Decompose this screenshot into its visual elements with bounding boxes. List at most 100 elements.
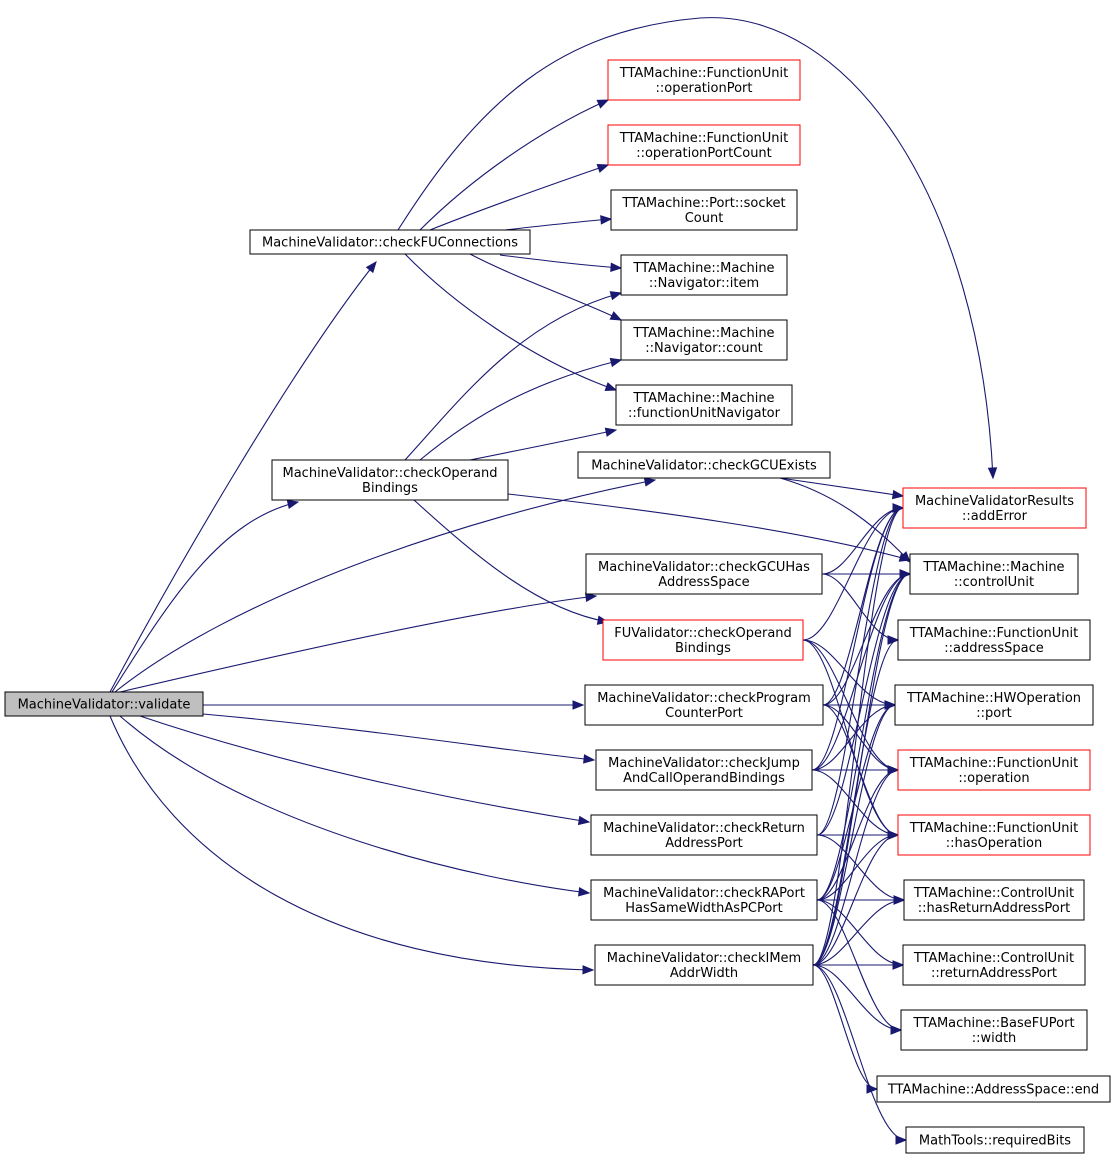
arrowhead-check-program-counter-port [572,700,585,710]
node-label-line: TTAMachine::ControlUnit [913,886,1074,901]
node-label-line: MachineValidatorResults [915,494,1074,509]
node-has-return-address-port[interactable]: TTAMachine::ControlUnit::hasReturnAddres… [903,879,1085,921]
node-box [876,1075,1111,1103]
node-label-line: ::Navigator::item [649,276,759,291]
edge-check-operand-bindings-to-fu-validator-check-operand-bindings [413,499,609,623]
node-validate[interactable]: MachineValidator::validate [4,691,204,717]
node-return-address-port[interactable]: TTAMachine::ControlUnit::returnAddressPo… [902,944,1086,986]
edge-check-operand-bindings-to-navigator-item [404,292,622,461]
edge-check-fuconnections-to-operation-port [419,99,609,231]
node-label-line: MachineValidator::validate [18,698,191,713]
node-box [894,684,1094,726]
node-base-fuport-width[interactable]: TTAMachine::BaseFUPort::width [900,1009,1088,1051]
node-required-bits[interactable]: MathTools::requiredBits [905,1126,1085,1154]
edge-validate-to-check-gcuexists [114,479,656,693]
node-box [620,319,788,361]
node-label-line: ::operationPortCount [636,146,772,161]
arrowhead-has-return-address-port [893,895,906,905]
node-add-error[interactable]: MachineValidatorResults::addError [902,487,1087,529]
edge-fu-validator-check-operand-bindings-to-has-operation [802,639,899,836]
arrowhead-check-gcuhas-address-space [585,592,598,602]
edge-check-imem-addr-width-to-has-return-address-port [812,899,905,966]
edge-check-fuconnections-to-operation-port-count [429,164,609,231]
edge-check-raport-has-same-width-as-pcport-to-control-unit [816,573,911,901]
node-hw-operation-port[interactable]: TTAMachine::HWOperation::port [894,684,1094,726]
arrowhead-return-address-port [892,960,905,970]
node-label-line: TTAMachine::FunctionUnit [619,131,788,146]
edge-check-jump-and-call-operand-bindings-to-add-error [811,507,904,771]
node-navigator-item[interactable]: TTAMachine::Machine::Navigator::item [620,254,788,296]
edge-check-program-counter-port-to-control-unit [822,573,911,706]
arrowhead-navigator-count [609,357,623,368]
node-label-line: ::hasOperation [946,836,1042,851]
edge-check-raport-has-same-width-as-pcport-to-hw-operation-port [816,704,896,901]
arrowhead-check-raport-has-same-width-as-pcport [578,887,591,897]
node-box [590,814,818,856]
edge-check-raport-has-same-width-as-pcport-to-fu-operation [816,769,899,901]
node-box [607,124,801,166]
node-box [897,814,1091,856]
edge-check-operand-bindings-to-navigator-count [419,359,622,461]
edges-layer [109,17,998,1145]
edge-check-fuconnections-to-navigator-item [499,254,622,269]
node-operation-port-count[interactable]: TTAMachine::FunctionUnit::operationPortC… [607,124,801,166]
node-label-line: ::controlUnit [954,575,1034,590]
edge-check-imem-addr-width-to-base-fuport-width [812,964,902,1031]
edge-fu-validator-check-operand-bindings-to-add-error [802,507,904,641]
node-label-line: Bindings [362,481,418,496]
arrowhead-check-jump-and-call-operand-bindings [583,754,596,764]
node-label-line: Bindings [675,641,731,656]
node-label-line: TTAMachine::BaseFUPort [912,1016,1074,1031]
node-check-program-counter-port[interactable]: MachineValidator::checkProgramCounterPor… [584,684,824,726]
node-function-unit-navigator[interactable]: TTAMachine::Machine::functionUnitNavigat… [615,384,793,426]
node-operation-port[interactable]: TTAMachine::FunctionUnit::operationPort [607,59,801,101]
node-box [897,749,1091,791]
node-check-fuconnections[interactable]: MachineValidator::checkFUConnections [249,229,531,255]
node-check-gcuexists[interactable]: MachineValidator::checkGCUExists [577,451,831,479]
edge-check-fuconnections-to-navigator-count [469,253,622,321]
node-box [902,487,1087,529]
node-label-line: TTAMachine::FunctionUnit [619,66,788,81]
node-label-line: TTAMachine::Machine [632,326,774,341]
node-label-line: TTAMachine::FunctionUnit [909,756,1078,771]
node-box [594,944,814,986]
arrowhead-check-fuconnections [365,260,377,274]
arrowhead-navigator-item [609,291,623,301]
node-address-space-end[interactable]: TTAMachine::AddressSpace::end [876,1075,1111,1103]
node-check-gcuhas-address-space[interactable]: MachineValidator::checkGCUHasAddressSpac… [585,553,823,595]
node-label-line: TTAMachine::FunctionUnit [909,821,1078,836]
node-label-line: TTAMachine::Machine [632,391,774,406]
edge-check-fuconnections-to-function-unit-navigator [404,253,617,391]
node-label-line: ::hasReturnAddressPort [918,901,1070,916]
node-box [615,384,793,426]
node-check-jump-and-call-operand-bindings[interactable]: MachineValidator::checkJumpAndCallOperan… [595,749,813,791]
node-label-line: TTAMachine::FunctionUnit [909,626,1078,641]
node-label-line: TTAMachine::Machine [632,261,774,276]
node-box [249,229,531,255]
node-label-line: HasSameWidthAsPCPort [625,901,783,916]
node-label-line: AddressSpace [658,575,749,590]
node-label-line: TTAMachine::Machine [922,560,1064,575]
arrowhead-add-error [987,467,998,480]
node-has-operation[interactable]: TTAMachine::FunctionUnit::hasOperation [897,814,1091,856]
edge-check-imem-addr-width-to-add-error [812,507,904,966]
node-fu-operation[interactable]: TTAMachine::FunctionUnit::operation [897,749,1091,791]
node-label-line: ::returnAddressPort [931,966,1057,981]
node-box [909,553,1079,595]
nodes-layer: MachineValidator::validateMachineValidat… [4,59,1111,1154]
edge-check-imem-addr-width-to-required-bits [812,964,907,1141]
arrowhead-function-unit-navigator [604,427,618,437]
node-control-unit[interactable]: TTAMachine::Machine::controlUnit [909,553,1079,595]
node-check-raport-has-same-width-as-pcport[interactable]: MachineValidator::checkRAPortHasSameWidt… [590,879,818,921]
node-box [607,59,801,101]
node-navigator-count[interactable]: TTAMachine::Machine::Navigator::count [620,319,788,361]
node-label-line: MachineValidator::checkRAPort [603,886,805,901]
edge-validate-to-check-imem-addr-width [109,715,594,971]
node-address-space[interactable]: TTAMachine::FunctionUnit::addressSpace [897,619,1091,661]
node-label-line: AddrWidth [670,966,738,981]
